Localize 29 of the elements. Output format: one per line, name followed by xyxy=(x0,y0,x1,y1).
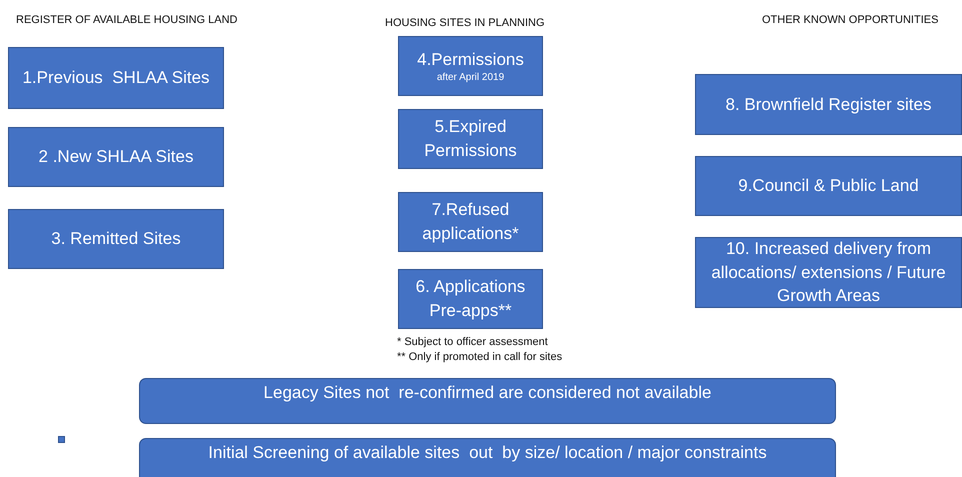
category-box xyxy=(695,74,962,135)
category-box xyxy=(8,47,224,109)
box-title: 1.Previous SHLAA Sites xyxy=(22,67,210,90)
column-heading: REGISTER OF AVAILABLE HOUSING LAND xyxy=(16,14,238,26)
box-title: Initial Screening of available sites out by size/ location / major constraints xyxy=(208,442,767,464)
banner-box xyxy=(139,378,836,424)
box-title: 8. Brownfield Register sites xyxy=(726,94,932,116)
box-title: 7.Refused applications* xyxy=(421,199,520,245)
box-title: 6. Applications Pre-apps** xyxy=(414,276,526,322)
footnote: * Subject to officer assessment xyxy=(397,336,548,348)
box-title: 3. Remitted Sites xyxy=(51,228,181,250)
box-title: 9.Council & Public Land xyxy=(738,175,919,198)
column-heading: HOUSING SITES IN PLANNING xyxy=(385,17,545,29)
box-title: Legacy Sites not re-confirmed are considered not available xyxy=(264,382,712,404)
box-subtitle: after April 2019 xyxy=(436,71,504,84)
footnote: ** Only if promoted in call for sites xyxy=(397,351,562,363)
category-box xyxy=(398,269,543,329)
category-box xyxy=(8,127,224,187)
column-heading: OTHER KNOWN OPPORTUNITIES xyxy=(762,14,938,26)
category-box xyxy=(398,192,543,252)
box-title: 5.Expired Permissions xyxy=(423,116,518,162)
box-title: 10. Increased delivery from allocations/ extensions / Future Growth Areas xyxy=(710,238,947,308)
category-box xyxy=(398,109,543,169)
category-box xyxy=(8,209,224,269)
box-title: 2 .New SHLAA Sites xyxy=(38,146,194,168)
category-box xyxy=(695,156,962,216)
banner-box xyxy=(139,438,836,477)
category-box xyxy=(398,36,543,96)
box-title: 4.Permissions xyxy=(417,48,524,71)
